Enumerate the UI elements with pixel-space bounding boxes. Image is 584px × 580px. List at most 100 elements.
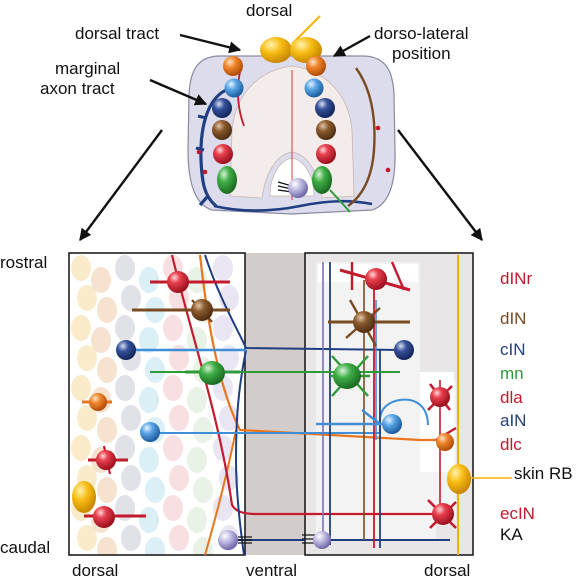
faded-cell <box>71 315 91 341</box>
cell-ecin <box>432 503 454 525</box>
faded-cell <box>77 285 97 311</box>
green-motor-axon <box>329 189 351 213</box>
cell-dlc <box>436 433 454 451</box>
cell-mn <box>199 361 225 385</box>
faded-cell <box>169 465 189 491</box>
axon-lblue-r <box>379 398 429 433</box>
left-panel-frame <box>68 252 246 556</box>
faded-cell <box>145 537 165 555</box>
arrow-to-right-panel <box>397 129 483 241</box>
faded-cell <box>193 417 213 443</box>
faded-cell <box>91 327 111 353</box>
faded-cell <box>169 345 189 371</box>
red-dot <box>375 125 381 131</box>
cell-dlc <box>96 450 116 470</box>
faded-cell <box>187 507 207 533</box>
cell-dinr <box>365 268 387 290</box>
cell-ecin <box>93 506 115 528</box>
faded-cell <box>115 315 135 341</box>
ventral-band <box>245 253 305 555</box>
faded-cell <box>71 435 91 461</box>
right-cells <box>302 261 471 549</box>
faded-cell <box>193 477 213 503</box>
faded-cell <box>145 477 165 503</box>
faded-cell <box>213 495 233 521</box>
cell-skin-rb <box>72 481 96 513</box>
faded-cell <box>97 297 117 323</box>
cell-cin <box>394 340 414 360</box>
legend-ecin: ecIN <box>500 504 535 523</box>
label-dorsal-bottom-right: dorsal <box>424 561 471 580</box>
faded-cell <box>115 375 135 401</box>
cell-din <box>353 311 375 333</box>
faded-cell <box>139 447 159 473</box>
faded-cell <box>115 255 135 281</box>
dorsolateral-tract-right <box>347 67 376 207</box>
axon-blue-2 <box>234 349 247 556</box>
faded-cell <box>77 525 97 551</box>
red-dot <box>196 149 202 155</box>
label-rostral: rostral <box>0 253 48 272</box>
faded-cell <box>163 315 183 341</box>
rb-cell-left <box>260 37 292 63</box>
faded-cell <box>187 387 207 413</box>
label-dorsal-tract: dorsal tract <box>75 24 160 43</box>
cell-mn-left <box>217 166 237 194</box>
faded-cell <box>77 345 97 371</box>
faded-cell <box>97 357 117 383</box>
faded-cell <box>169 525 189 551</box>
faded-cell <box>97 537 117 555</box>
faded-cell <box>219 345 239 371</box>
faded-cell <box>115 435 135 461</box>
legend-dla: dla <box>500 388 523 407</box>
axon-orange-down <box>204 429 237 556</box>
legend-mn: mn <box>500 364 524 383</box>
cell-mn <box>333 363 361 389</box>
faded-cell <box>139 327 159 353</box>
red-dot <box>202 169 208 175</box>
label-dorsal-bottom-left: dorsal <box>72 561 119 580</box>
legend-cin: cIN <box>500 340 526 359</box>
cell-ain <box>140 422 160 442</box>
cell-dlc-right <box>306 56 326 76</box>
faded-cell <box>71 255 91 281</box>
faded-cell <box>121 465 141 491</box>
cell-dinr-left <box>213 144 233 164</box>
arrow-dorsal-tract <box>179 33 242 54</box>
cell-din-left <box>212 120 232 140</box>
faded-cell <box>213 315 233 341</box>
cell-dla <box>89 393 107 411</box>
dorsolateral-tract-left <box>237 71 245 127</box>
faded-cell <box>121 285 141 311</box>
faded-cell <box>139 507 159 533</box>
faded-cell <box>71 375 91 401</box>
label-dorso-lateral: dorso-lateral <box>374 24 469 43</box>
cell-ain-left <box>224 78 244 98</box>
cell-ain-right <box>304 78 324 98</box>
faded-cell <box>97 417 117 443</box>
legend-dlc: dlc <box>500 435 522 454</box>
right-panel-frame <box>304 252 474 556</box>
faded-cell <box>213 255 233 281</box>
cell-ka <box>313 531 331 549</box>
axon-blue-1 <box>204 254 401 351</box>
faded-cell <box>187 447 207 473</box>
cell-din <box>191 299 213 321</box>
label-marginal: marginal <box>55 59 121 78</box>
cell-ain <box>382 414 402 434</box>
arrow-to-left-panel <box>79 129 163 241</box>
faded-cell <box>145 357 165 383</box>
legend-skin-rb: skin RB <box>514 464 573 483</box>
cell-ka <box>218 530 238 550</box>
cell-dlc-left <box>223 56 243 76</box>
cell-skin-rb <box>447 464 471 494</box>
faded-cell <box>163 435 183 461</box>
faded-cell <box>163 375 183 401</box>
left-cells <box>72 271 252 550</box>
faded-cell <box>139 267 159 293</box>
faded-cell <box>77 405 97 431</box>
label-axon-tract: axon tract <box>40 79 115 98</box>
legend-ka: KA <box>500 525 523 544</box>
yellow-rb-axon <box>291 15 321 45</box>
